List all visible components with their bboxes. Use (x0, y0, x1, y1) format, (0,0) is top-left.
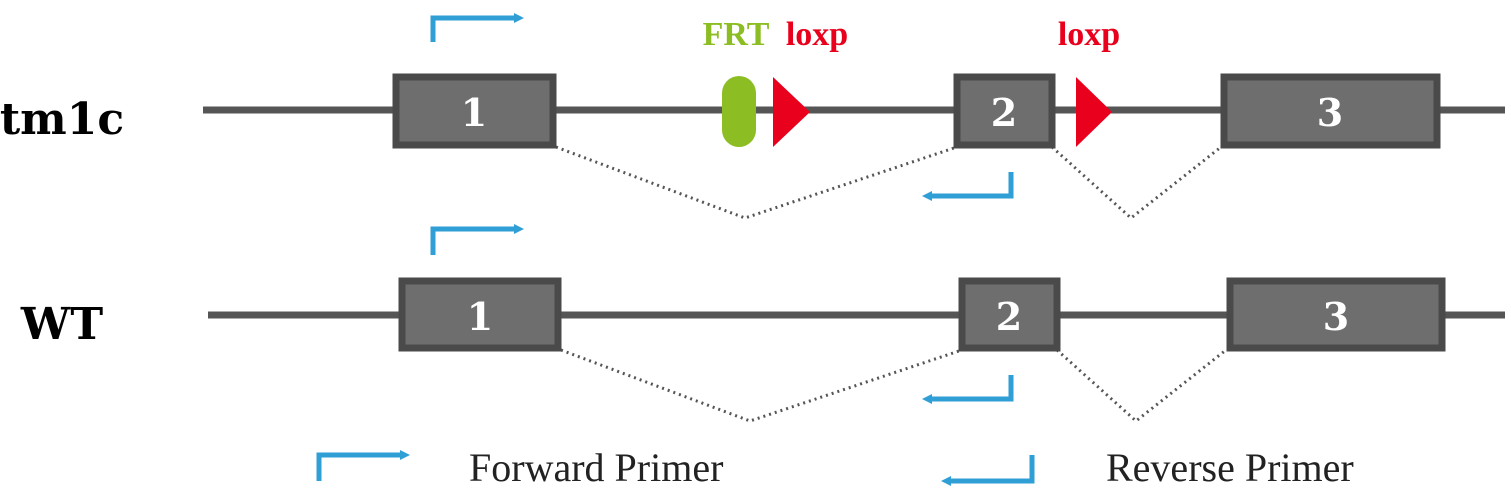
frt-site (722, 76, 756, 147)
exon-number: 1 (461, 90, 487, 135)
loxp-label-2: loxp (1058, 16, 1120, 53)
splice-line-wt-2-3 (1055, 348, 1227, 423)
splice-line-wt-1-2 (560, 348, 963, 423)
exon-tm1c-1: 1 (392, 73, 557, 149)
exon-wt-1: 1 (398, 277, 562, 352)
exon-wt-2: 2 (958, 277, 1061, 352)
splice-line-tm1c-1-2 (555, 145, 958, 220)
forward-primer-arrow-tm1c (430, 13, 524, 42)
row-wt: WT 1 2 3 (20, 224, 1505, 423)
exon-number: 3 (1317, 90, 1343, 135)
legend-reverse-arrow (941, 455, 1035, 486)
legend-forward-arrow (316, 450, 410, 481)
row-tm1c: tm1c 1 2 3 FRT loxp loxp (0, 13, 1505, 220)
exon-tm1c-2: 2 (953, 73, 1056, 149)
row-label-tm1c: tm1c (0, 94, 124, 145)
row-label-wt: WT (20, 299, 103, 350)
reverse-primer-arrow-wt (922, 375, 1014, 404)
exon-number: 2 (996, 294, 1022, 339)
loxp-label-1: loxp (786, 16, 848, 53)
exon-number: 1 (467, 294, 493, 339)
legend-reverse-label: Reverse Primer (1106, 445, 1354, 490)
legend: Forward Primer Reverse Primer (316, 445, 1354, 490)
loxp-site-1 (773, 77, 810, 147)
frt-label: FRT (703, 16, 770, 53)
exon-wt-3: 3 (1226, 277, 1446, 352)
loxp-site-2 (1076, 77, 1112, 147)
exon-tm1c-3: 3 (1220, 73, 1441, 149)
splice-line-tm1c-2-3 (1050, 145, 1222, 220)
reverse-primer-arrow-tm1c (922, 172, 1014, 201)
forward-primer-arrow-wt (430, 224, 524, 255)
exon-number: 3 (1323, 294, 1349, 339)
legend-forward-label: Forward Primer (469, 445, 723, 490)
exon-number: 2 (991, 90, 1017, 135)
